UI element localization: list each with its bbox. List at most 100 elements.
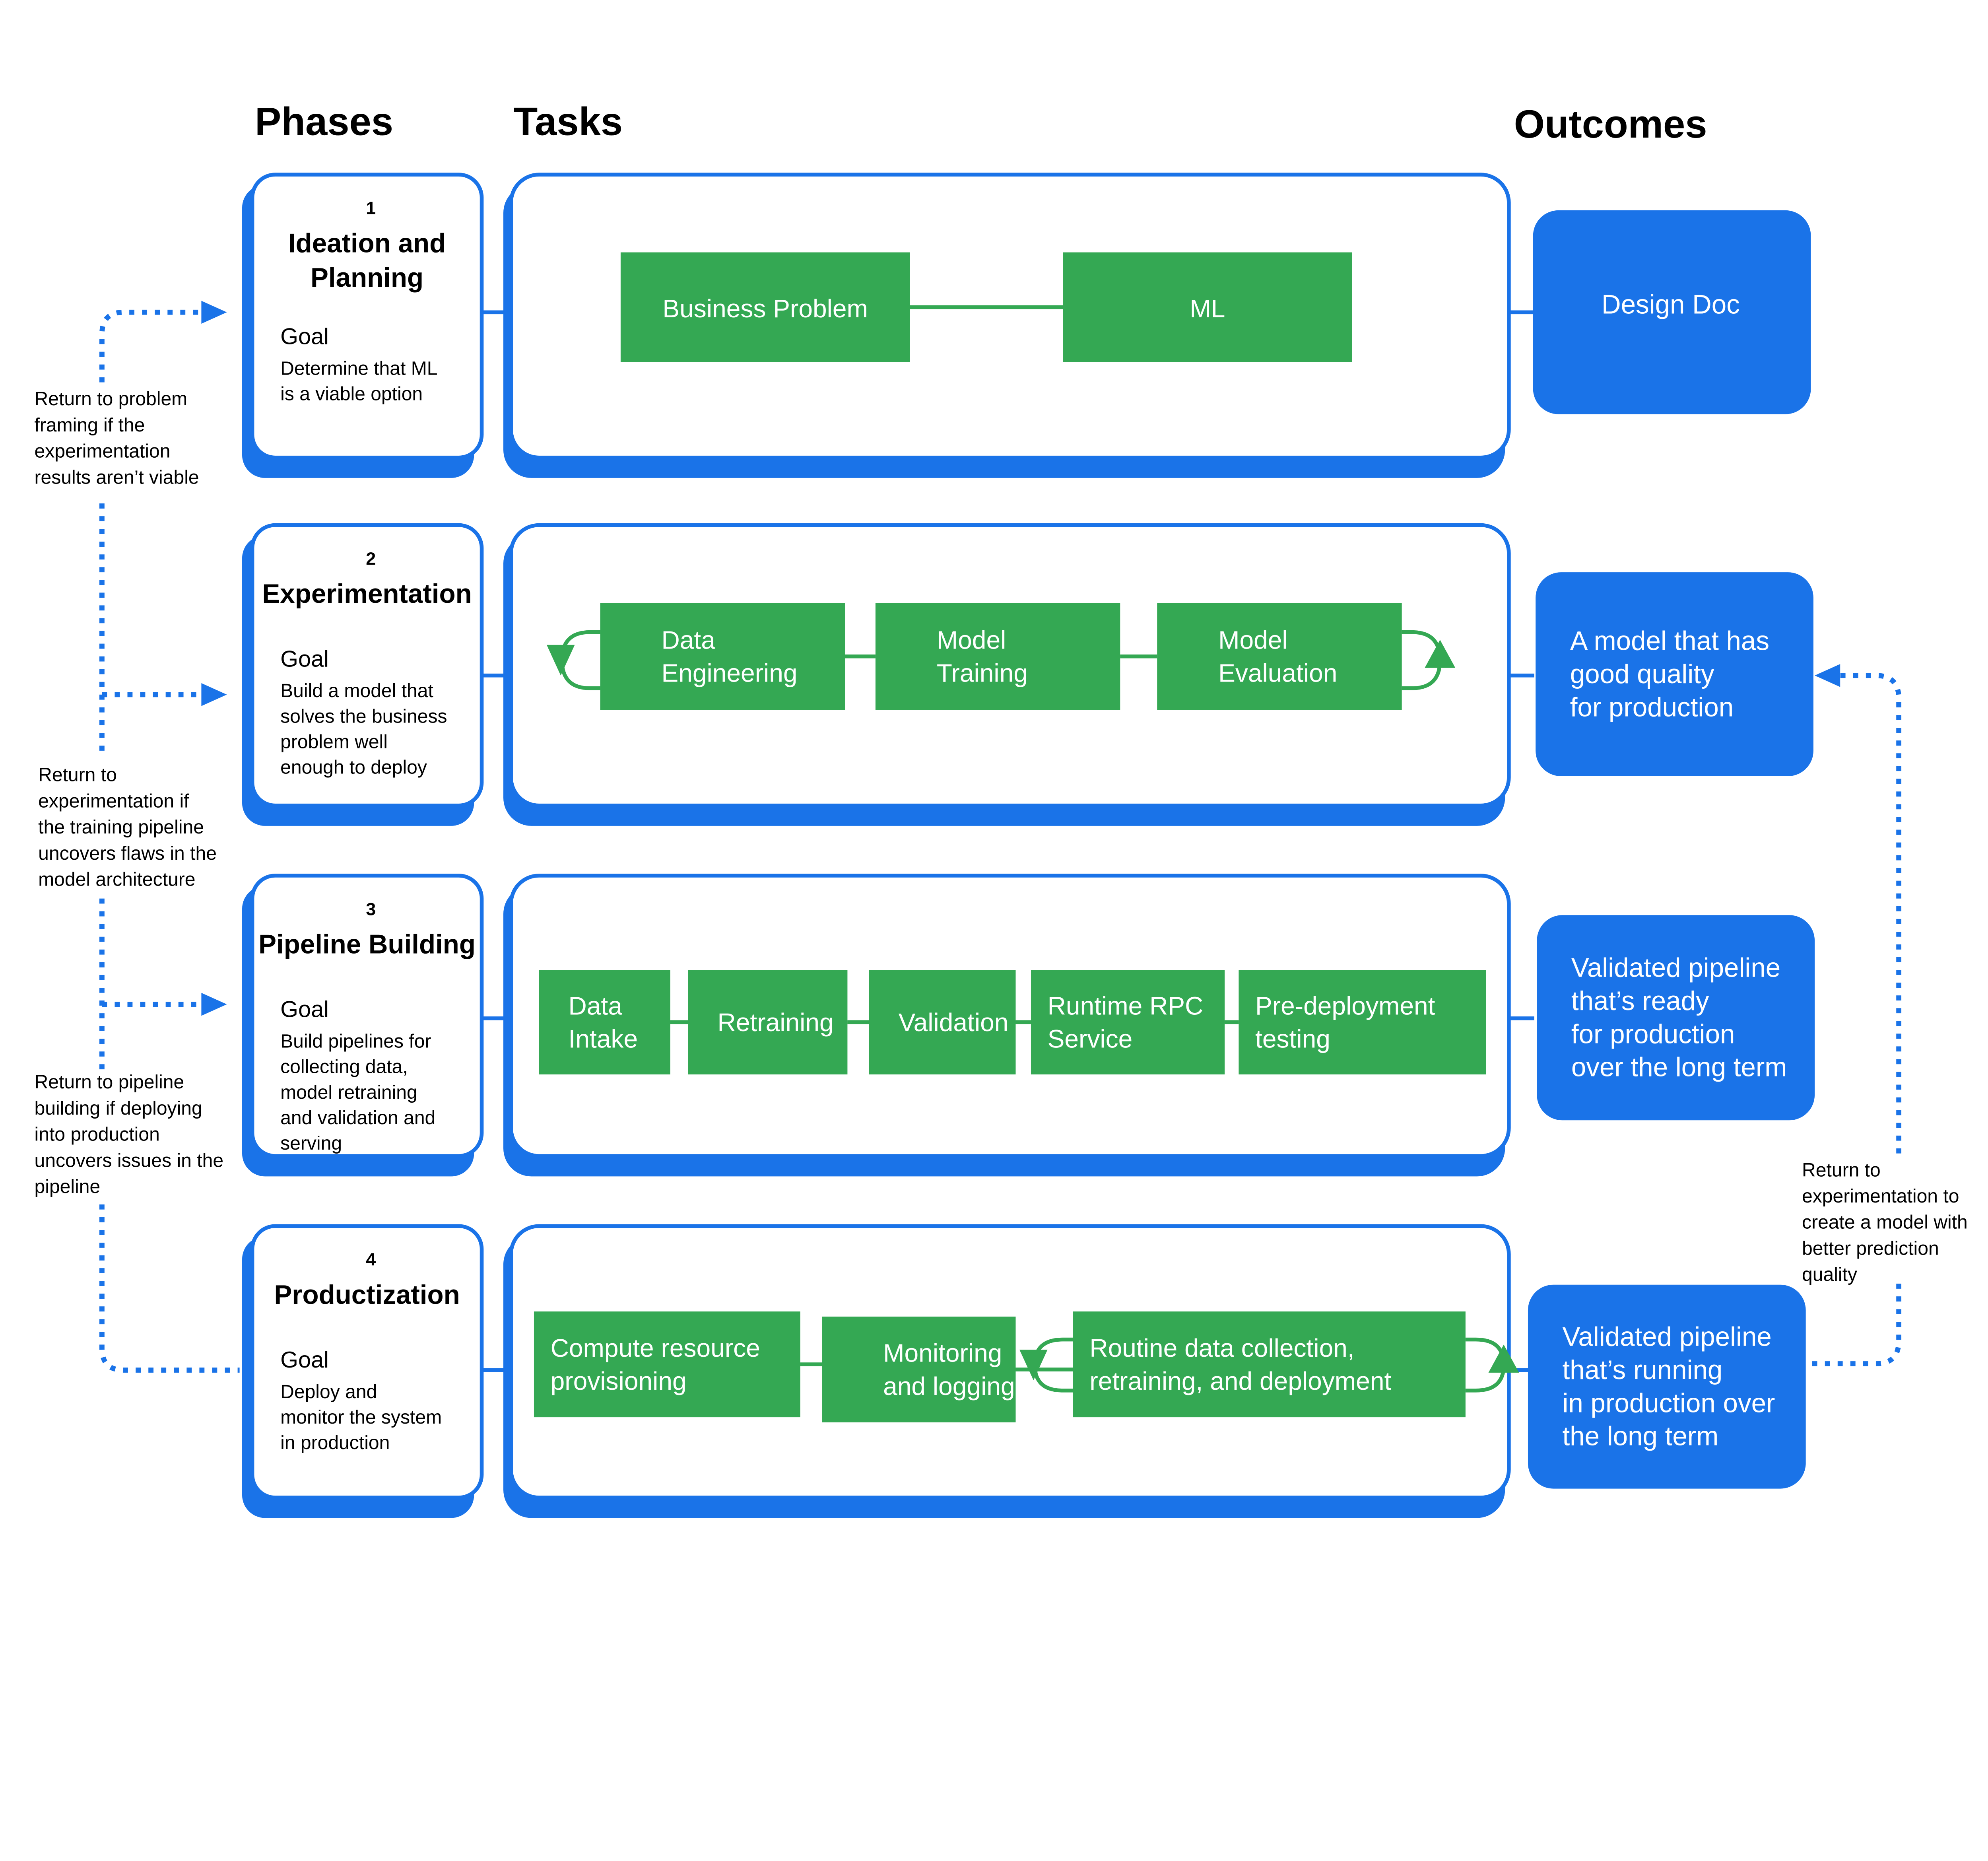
loop-arrow-icon [1019, 1350, 1048, 1381]
task-label: Validation [899, 1008, 1009, 1037]
note-return-right-line: experimentation to [1802, 1185, 1959, 1207]
goal-text-line: and validation and [280, 1107, 435, 1129]
note-return-pipeline-line: building if deploying [35, 1098, 202, 1119]
arrow-head-icon [201, 683, 227, 706]
task-box [1239, 970, 1486, 1074]
note-return-problem-line: results aren’t viable [35, 466, 199, 488]
goal-text-line: serving [280, 1133, 342, 1154]
task-label-line: ML [1190, 294, 1225, 323]
outcome-text-line: the long term [1562, 1422, 1718, 1451]
task-label-line: retraining, and deployment [1089, 1367, 1391, 1395]
outcomes-header: Outcomes [1514, 102, 1707, 146]
loop-arrow-icon [547, 645, 575, 676]
task-label: Business Problem [662, 294, 868, 323]
task-box [1073, 1311, 1466, 1418]
task-label-line: Model [937, 626, 1006, 654]
outcome-text-line: that’s ready [1571, 986, 1709, 1016]
goal-text-line: Deploy and [280, 1381, 377, 1403]
note-return-right-line: better prediction [1802, 1237, 1939, 1259]
goal-label: Goal [280, 324, 329, 349]
task-box [1031, 970, 1225, 1074]
note-return-experimentation-line: experimentation if [38, 790, 189, 812]
goal-text: Build a model that solves the business pro… [280, 680, 447, 778]
phase-number: 3 [366, 899, 376, 919]
task-label-line: Service [1048, 1025, 1133, 1053]
phases-header: Phases [255, 100, 393, 144]
return-arrow-3 [99, 898, 204, 1071]
task-box [822, 1316, 1016, 1422]
note-return-experimentation-line: model architecture [38, 869, 195, 890]
task-label-line: Validation [899, 1008, 1009, 1037]
task-label-line: Intake [568, 1025, 638, 1053]
phase-card [250, 173, 484, 460]
phase-title-line: Planning [311, 263, 423, 293]
goal-text-line: is a viable option [280, 383, 423, 404]
note-return-right-line: quality [1802, 1264, 1857, 1285]
task-label-line: Training [937, 659, 1028, 688]
task-label-line: provisioning [551, 1367, 687, 1395]
task-label-line: Business Problem [662, 294, 868, 323]
outcome-box [1533, 210, 1811, 414]
note-return-pipeline-line: Return to pipeline [35, 1071, 184, 1093]
note-return-experimentation-line: uncovers flaws in the [38, 843, 217, 864]
outcome-box [1528, 1284, 1806, 1489]
outcome-text-line: in production over [1562, 1388, 1775, 1418]
outcome-text-line: good quality [1570, 659, 1714, 689]
task-box [620, 252, 910, 362]
task-box [688, 970, 848, 1074]
note-return-experimentation-line: the training pipeline [38, 816, 204, 838]
goal-label: Goal [280, 1347, 329, 1373]
phase-title-line: Productization [274, 1280, 460, 1310]
goal-text-line: enough to deploy [280, 757, 427, 778]
outcome-text-line: Validated pipeline [1571, 953, 1780, 983]
task-box [534, 1311, 800, 1418]
task-box [1063, 252, 1352, 362]
outcome-text: Design Doc [1602, 289, 1740, 319]
task-label: Runtime RPC Service [1048, 991, 1204, 1053]
outcome-text-line: A model that has [1570, 626, 1769, 656]
note-return-problem-line: experimentation [35, 441, 171, 462]
note-return-pipeline-line: pipeline [35, 1176, 101, 1197]
return-arrow-2 [99, 503, 204, 755]
task-box [869, 970, 1016, 1074]
task-label-line: Compute resource [551, 1334, 760, 1362]
phase-title-line: Experimentation [262, 579, 472, 609]
task-label: Compute resource provisioning [551, 1334, 760, 1395]
phase-title-line: Pipeline Building [258, 929, 476, 959]
goal-label: Goal [280, 997, 329, 1022]
task-label-line: Engineering [661, 659, 797, 688]
tasks-header: Tasks [514, 100, 623, 144]
arrow-head-icon [201, 301, 227, 324]
goal-text-line: Build a model that [280, 680, 433, 701]
task-box [1157, 603, 1402, 710]
goal-text-line: solves the business [280, 705, 447, 727]
phase-title: Experimentation [262, 579, 472, 609]
arrow-head-icon [201, 993, 227, 1016]
goal-text-line: problem well [280, 731, 388, 752]
task-label-line: Evaluation [1218, 659, 1337, 688]
goal-label: Goal [280, 646, 329, 672]
phase-card [250, 874, 484, 1158]
phase-card [250, 1224, 484, 1500]
task-label-line: Pre-deployment [1255, 991, 1435, 1020]
task-label-line: Retraining [717, 1008, 833, 1037]
task-label-line: Runtime RPC [1048, 991, 1204, 1020]
task-label-line: Data [661, 626, 715, 654]
note-return-pipeline-line: uncovers issues in the [35, 1150, 224, 1171]
goal-text-line: monitor the system [280, 1406, 442, 1428]
outcome-text-line: Design Doc [1602, 289, 1740, 319]
phase-title: Pipeline Building [258, 929, 476, 959]
outcome-text-line: for production [1571, 1019, 1735, 1049]
